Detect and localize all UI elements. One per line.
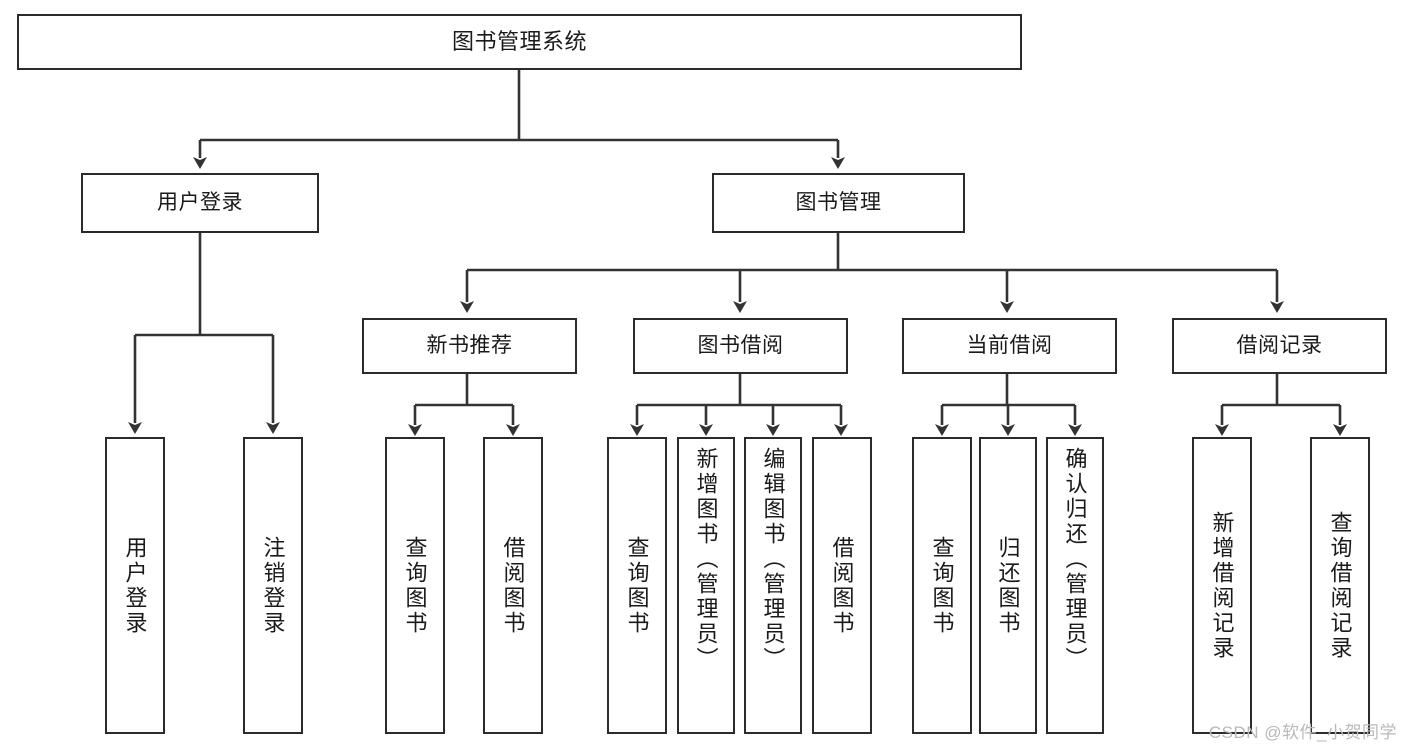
leaf-records-add-record[interactable]: 新增借阅记录 <box>1192 437 1252 734</box>
node-label: 借阅图书 <box>829 535 855 636</box>
node-label: 用户登录 <box>157 190 243 214</box>
leaf-borrow-add-book-admin[interactable]: 新增图书（管理员） <box>677 437 735 734</box>
node-label: 查询图书 <box>402 535 428 636</box>
node-label: 图书管理 <box>795 190 882 214</box>
node-label: 新书推荐 <box>426 333 513 357</box>
leaf-borrow-lend-books[interactable]: 借阅图书 <box>812 437 872 734</box>
node-label: 确认归还（管理员） <box>1062 447 1088 672</box>
leaf-current-return-books[interactable]: 归还图书 <box>979 437 1037 734</box>
node-user-login[interactable]: 用户登录 <box>81 173 319 233</box>
node-label: 归还图书 <box>995 535 1021 636</box>
node-label: 查询图书 <box>624 535 650 636</box>
leaf-records-query-record[interactable]: 查询借阅记录 <box>1310 437 1370 734</box>
leaf-user-logout[interactable]: 注销登录 <box>243 437 303 734</box>
node-label: 新增借阅记录 <box>1209 510 1235 661</box>
node-borrowing-records[interactable]: 借阅记录 <box>1172 318 1387 374</box>
leaf-borrow-edit-book-admin[interactable]: 编辑图书（管理员） <box>744 437 802 734</box>
leaf-new-book-borrow-books[interactable]: 借阅图书 <box>483 437 543 734</box>
node-label: 新增图书（管理员） <box>693 447 719 672</box>
node-label: 查询借阅记录 <box>1327 510 1353 661</box>
leaf-borrow-query-books[interactable]: 查询图书 <box>607 437 667 734</box>
node-root-book-management-system[interactable]: 图书管理系统 <box>17 14 1022 70</box>
node-label: 用户登录 <box>122 535 148 636</box>
node-current-borrowing[interactable]: 当前借阅 <box>902 318 1117 374</box>
node-label: 当前借阅 <box>966 333 1053 357</box>
node-label: 图书借阅 <box>697 333 784 357</box>
node-label: 查询图书 <box>929 535 955 636</box>
csdn-watermark: CSDN @软件_小贺同学 <box>1208 723 1397 742</box>
node-book-management[interactable]: 图书管理 <box>712 173 965 233</box>
node-book-borrowing[interactable]: 图书借阅 <box>633 318 848 374</box>
node-label: 借阅记录 <box>1236 333 1323 357</box>
node-label: 图书管理系统 <box>451 29 587 55</box>
leaf-new-book-query-books[interactable]: 查询图书 <box>385 437 445 734</box>
node-label: 注销登录 <box>260 535 286 636</box>
node-label: 编辑图书（管理员） <box>760 447 786 672</box>
node-new-book-recommendation[interactable]: 新书推荐 <box>362 318 577 374</box>
leaf-current-confirm-return-admin[interactable]: 确认归还（管理员） <box>1046 437 1104 734</box>
leaf-user-login[interactable]: 用户登录 <box>105 437 165 734</box>
leaf-current-query-books[interactable]: 查询图书 <box>912 437 972 734</box>
node-label: 借阅图书 <box>500 535 526 636</box>
